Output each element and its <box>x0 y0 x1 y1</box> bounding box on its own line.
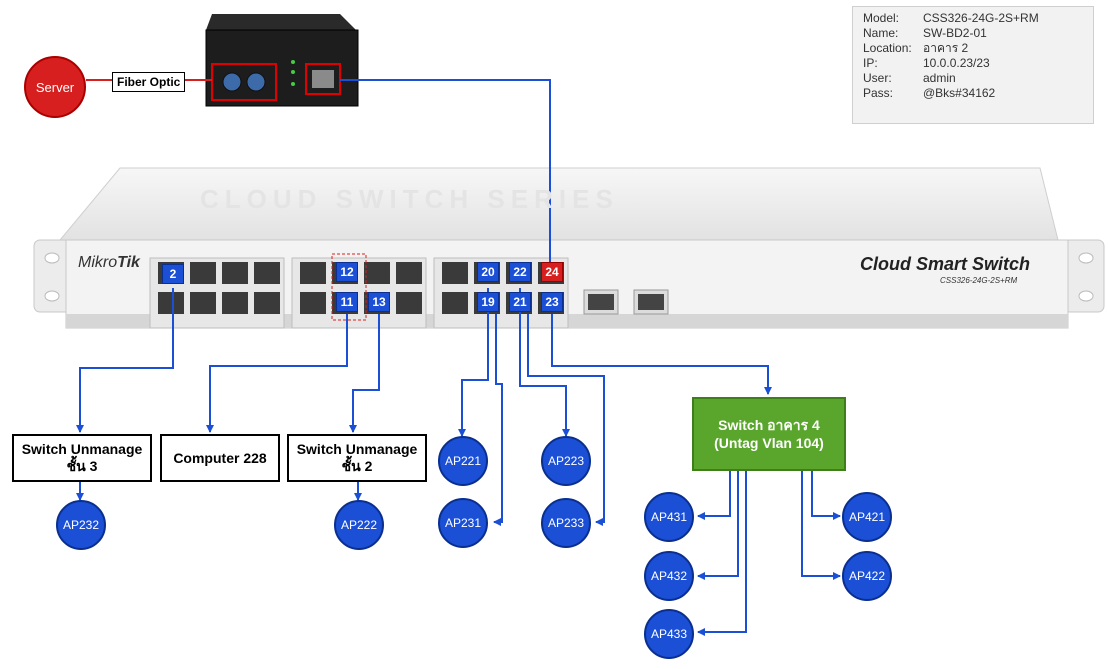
info-row: Name: SW-BD2-01 <box>863 26 1083 41</box>
port-22: 22 <box>509 262 531 282</box>
info-key: Name: <box>863 26 899 40</box>
port-24: 24 <box>541 262 563 282</box>
sfp-ports <box>583 289 669 315</box>
info-row: Pass: @Bks#34162 <box>863 86 1083 101</box>
ap-ap432: AP432 <box>644 551 694 601</box>
brand-prefix: Mikro <box>78 254 118 271</box>
info-value: SW-BD2-01 <box>923 26 987 40</box>
info-row: User: admin <box>863 71 1083 86</box>
info-value: 10.0.0.23/23 <box>923 56 990 70</box>
info-value: @Bks#34162 <box>923 86 996 100</box>
server-label: Server <box>35 79 75 95</box>
info-key: Location: <box>863 41 912 55</box>
ap-ap433: AP433 <box>644 609 694 659</box>
fiber-optic-label: Fiber Optic <box>112 72 186 92</box>
ap-ap422: AP422 <box>842 551 892 601</box>
info-key: IP: <box>863 56 878 70</box>
port-11: 11 <box>336 292 358 312</box>
port-19: 19 <box>477 292 499 312</box>
switch-floor2-line2: ชั้น 2 <box>341 458 373 474</box>
ap-ap233: AP233 <box>541 498 591 548</box>
info-value: admin <box>923 71 956 85</box>
info-row: IP: 10.0.0.23/23 <box>863 56 1083 71</box>
switch-unmanage-floor3: Switch Unmanage ชั้น 3 <box>12 434 152 482</box>
brand-suffix: Tik <box>117 254 140 271</box>
switch-product-model: CSS326-24G-2S+RM <box>940 276 1018 285</box>
switch-series-text: CLOUD SWITCH SERIES <box>200 184 619 214</box>
port-highlight <box>331 253 367 321</box>
switch-building4-line2: (Untag Vlan 104) <box>714 435 824 451</box>
port-13: 13 <box>368 292 390 312</box>
info-key: Model: <box>863 11 900 25</box>
switch-building4-line1: Switch อาคาร 4 <box>718 417 820 433</box>
switch-floor3-line1: Switch Unmanage <box>21 441 143 457</box>
port-23: 23 <box>541 292 563 312</box>
switch-unmanage-floor2: Switch Unmanage ชั้น 2 <box>287 434 427 482</box>
mikrotik-logo: MikroTik <box>78 254 140 272</box>
port-21: 21 <box>509 292 531 312</box>
server-node: Server <box>24 56 86 118</box>
computer-label: Computer 228 <box>173 449 267 466</box>
ap-ap221: AP221 <box>438 436 488 486</box>
port-2: 2 <box>162 264 184 284</box>
switch-building4: Switch อาคาร 4 (Untag Vlan 104) <box>692 397 846 471</box>
info-key: Pass: <box>863 86 894 100</box>
computer-228: Computer 228 <box>160 434 280 482</box>
switch-product-title: Cloud Smart Switch <box>860 254 1031 274</box>
info-value: อาคาร 2 <box>923 41 969 55</box>
ap-ap222: AP222 <box>334 500 384 550</box>
media-converter <box>205 14 359 107</box>
ap-ap232: AP232 <box>56 500 106 550</box>
port-12: 12 <box>336 262 358 282</box>
info-row: Model: CSS326-24G-2S+RM <box>863 11 1083 26</box>
info-key: User: <box>863 71 892 85</box>
ap-ap431: AP431 <box>644 492 694 542</box>
port-20: 20 <box>477 262 499 282</box>
connection-lines <box>76 79 841 636</box>
info-value: CSS326-24G-2S+RM <box>923 11 1039 25</box>
switch-floor3-line2: ชั้น 3 <box>66 458 98 474</box>
ap-ap223: AP223 <box>541 436 591 486</box>
info-row: Location: อาคาร 2 <box>863 41 1083 56</box>
ap-ap231: AP231 <box>438 498 488 548</box>
switch-floor2-line1: Switch Unmanage <box>296 441 418 457</box>
ap-ap421: AP421 <box>842 492 892 542</box>
